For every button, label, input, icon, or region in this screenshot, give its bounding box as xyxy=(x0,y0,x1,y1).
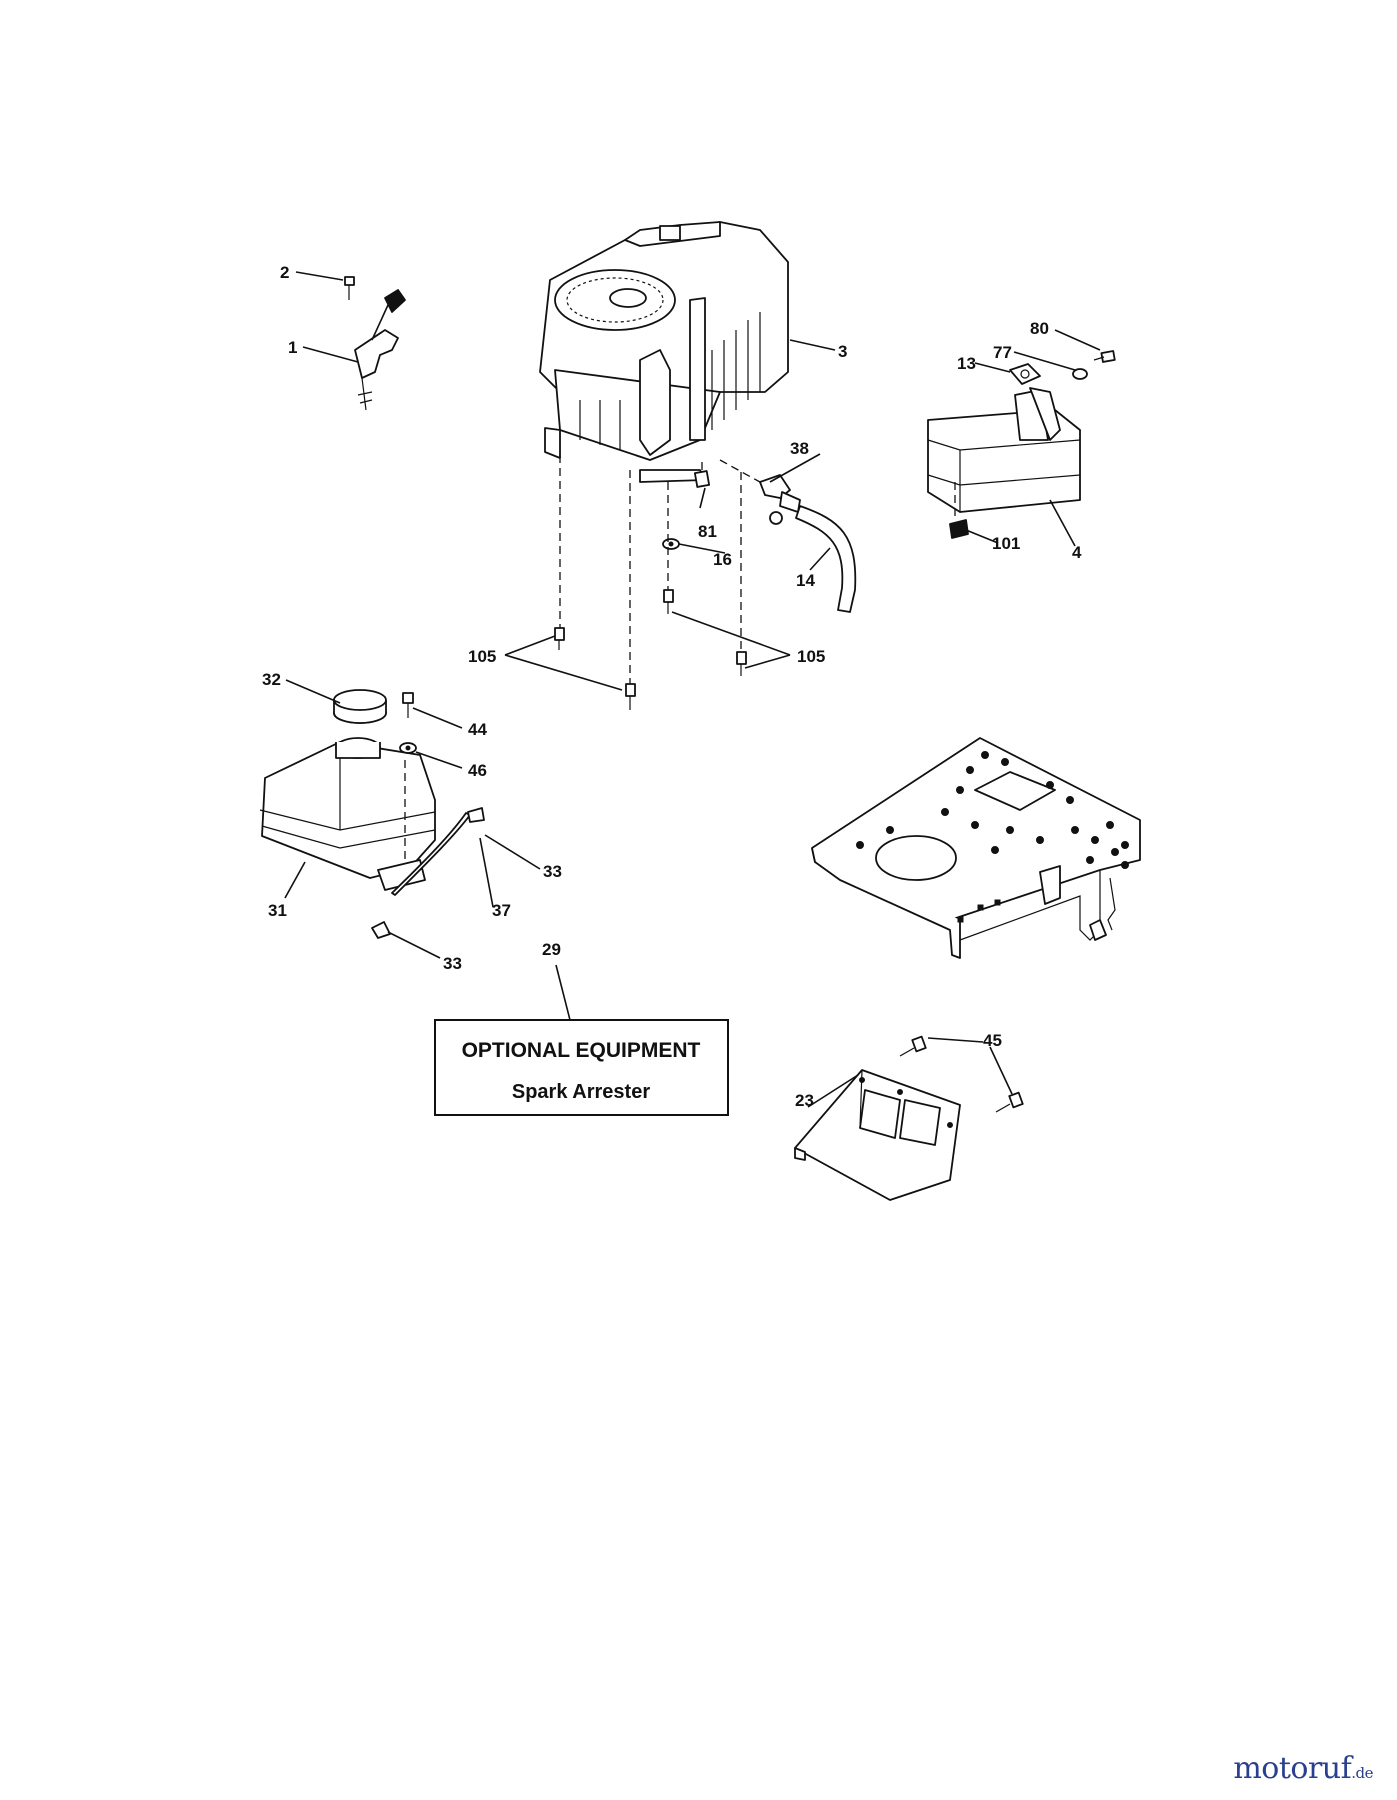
callout-16: 16 xyxy=(713,550,732,569)
callout-14: 14 xyxy=(796,571,815,590)
callout-31: 31 xyxy=(268,901,287,920)
callout-37: 37 xyxy=(492,901,511,920)
watermark-logo: motoruf.de xyxy=(1233,1751,1373,1786)
throttle-control xyxy=(344,276,406,411)
callout-3: 3 xyxy=(838,342,847,361)
tank-hardware xyxy=(399,692,417,754)
callout-2: 2 xyxy=(280,263,289,282)
chassis-holes xyxy=(856,751,1129,923)
spark-arrester xyxy=(794,1069,961,1201)
fuel-tank xyxy=(259,737,436,891)
callout-labels: 2 1 3 80 77 13 38 81 16 14 101 4 105 105… xyxy=(262,263,1082,1110)
callout-13: 13 xyxy=(957,354,976,373)
callout-33-bottom: 33 xyxy=(443,954,462,973)
watermark-domain: .de xyxy=(1351,1764,1373,1782)
callout-46: 46 xyxy=(468,761,487,780)
optional-equipment-box: OPTIONAL EQUIPMENT Spark Arrester xyxy=(434,1019,729,1116)
assembly-lines xyxy=(559,455,956,684)
chassis-plate xyxy=(811,737,1141,959)
watermark-text: motoruf xyxy=(1233,1751,1352,1786)
callout-81: 81 xyxy=(698,522,717,541)
callout-77: 77 xyxy=(993,343,1012,362)
fuel-cap xyxy=(333,689,387,724)
callout-23: 23 xyxy=(795,1091,814,1110)
callout-33-top: 33 xyxy=(543,862,562,881)
callout-80: 80 xyxy=(1030,319,1049,338)
callout-32: 32 xyxy=(262,670,281,689)
engine xyxy=(539,221,789,483)
callout-1: 1 xyxy=(288,338,297,357)
arrester-screws xyxy=(899,1035,1024,1113)
fuel-line xyxy=(662,470,857,613)
callout-38: 38 xyxy=(790,439,809,458)
callout-105-left: 105 xyxy=(468,647,496,666)
callout-101: 101 xyxy=(992,534,1020,553)
callout-105-right: 105 xyxy=(797,647,825,666)
optional-equipment-title: OPTIONAL EQUIPMENT xyxy=(462,1039,701,1062)
optional-equipment-subtitle: Spark Arrester xyxy=(512,1081,650,1103)
mounting-bolts xyxy=(554,589,747,710)
callout-4: 4 xyxy=(1072,543,1082,562)
muffler-hardware xyxy=(949,350,1116,539)
callout-44: 44 xyxy=(468,720,487,739)
callout-45: 45 xyxy=(983,1031,1002,1050)
fuel-hose xyxy=(371,807,485,939)
leader-lines xyxy=(284,271,1101,1108)
muffler xyxy=(927,363,1081,513)
callout-29: 29 xyxy=(542,940,561,959)
